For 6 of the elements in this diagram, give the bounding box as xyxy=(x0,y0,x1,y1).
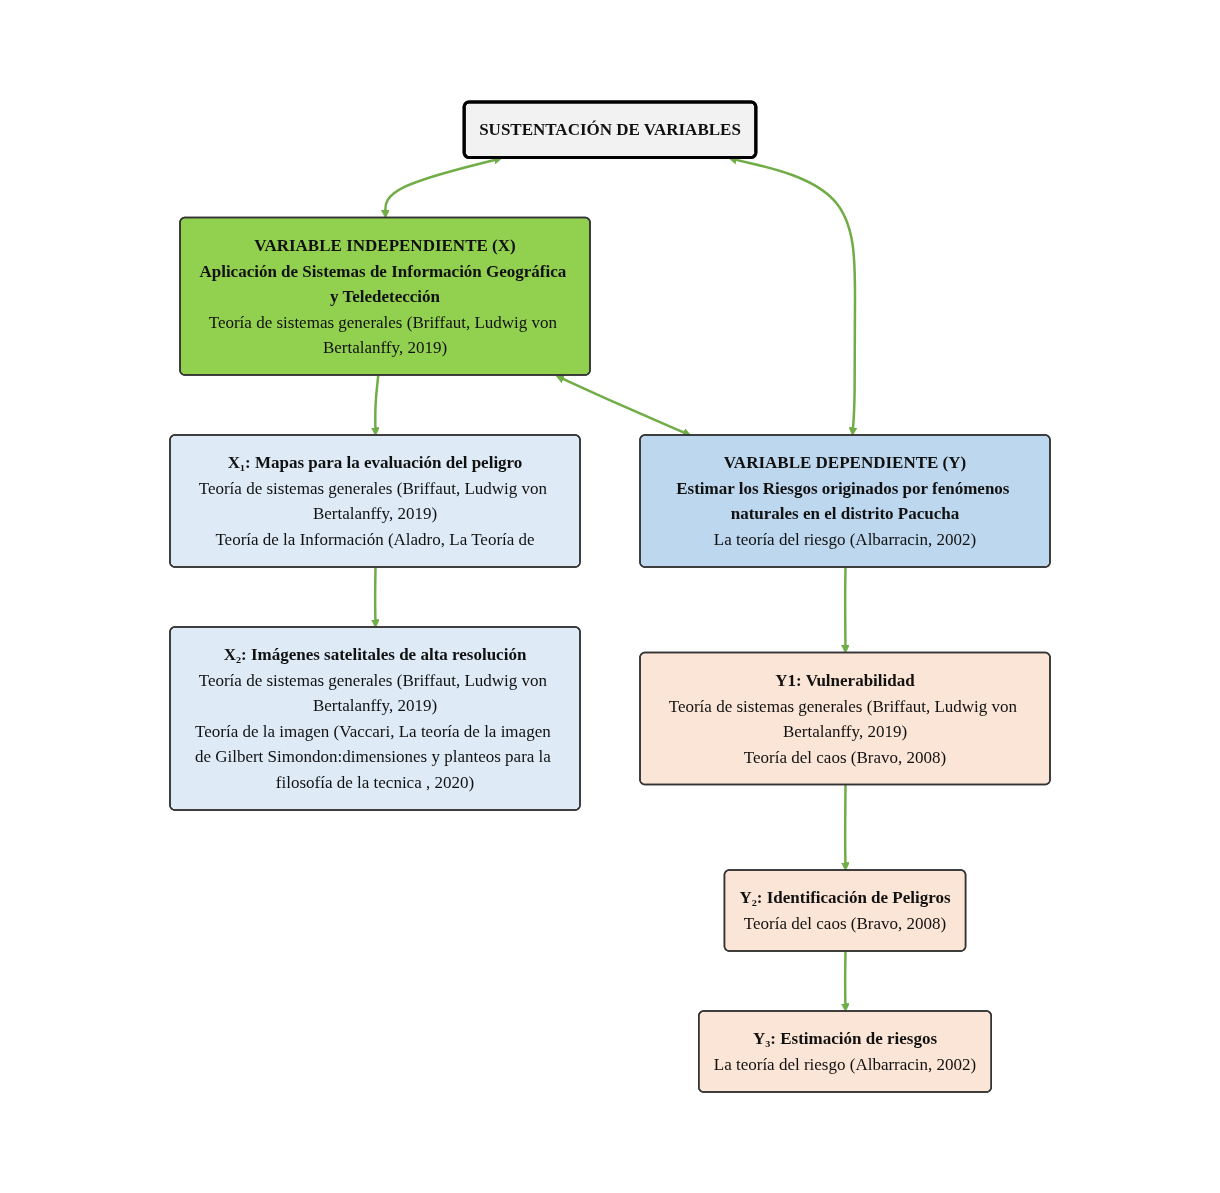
arrow xyxy=(841,566,850,653)
arrow xyxy=(840,950,850,1012)
arrow xyxy=(840,784,850,871)
arrow xyxy=(370,566,380,628)
arrow xyxy=(370,374,380,436)
arrow xyxy=(555,374,692,436)
